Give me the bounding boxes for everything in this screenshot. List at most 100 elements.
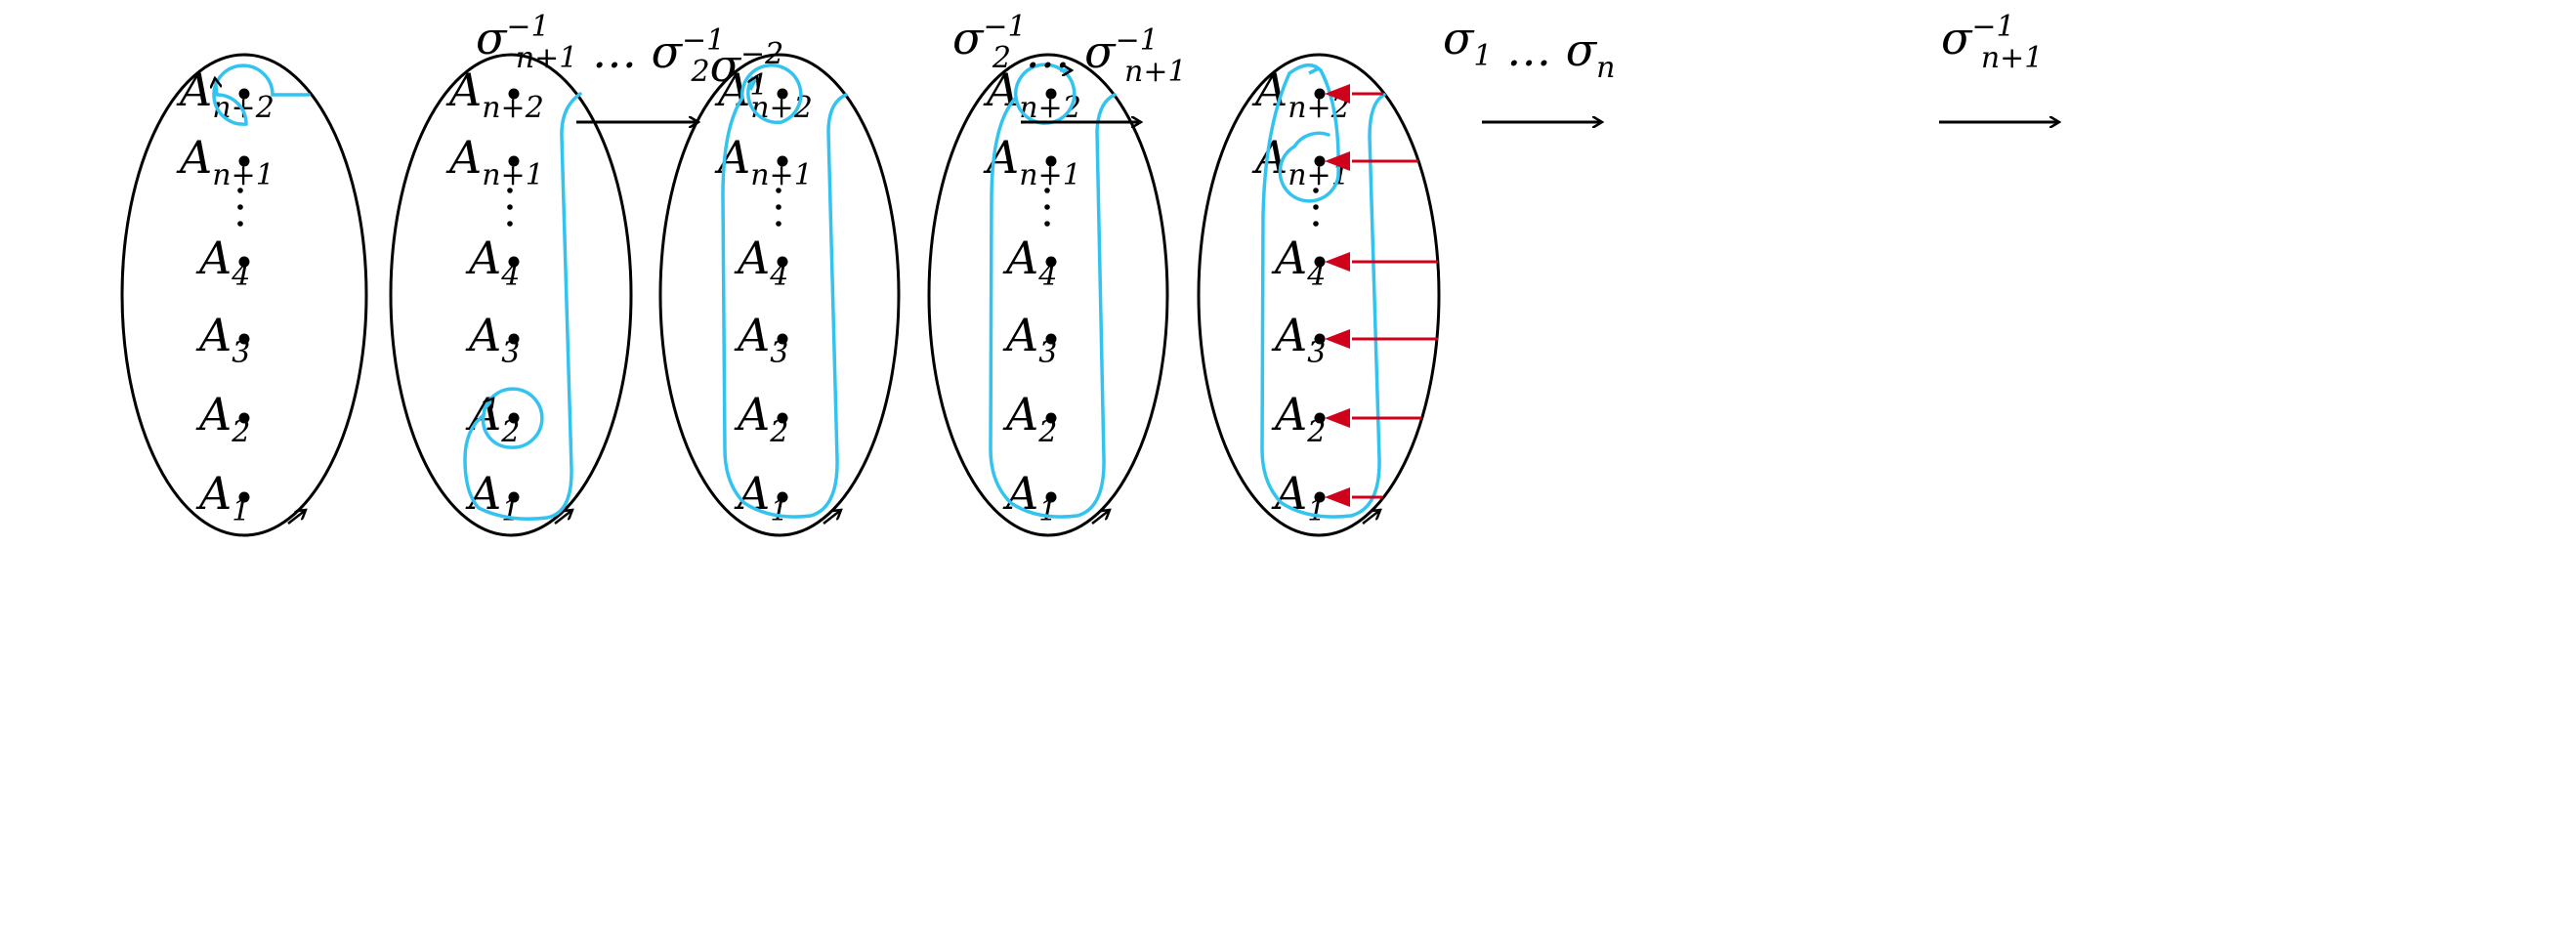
point-label-subscript: 3 xyxy=(232,336,250,370)
puncture-point xyxy=(238,412,250,424)
point-label: A1 xyxy=(195,467,250,528)
transition-sigma1-to-sigma-n: σ1 … σn xyxy=(1443,12,1615,122)
curve-arc xyxy=(1260,63,1386,519)
point-label-base: A xyxy=(983,63,1019,116)
point-label-base: A xyxy=(734,388,770,441)
point-label-base: A xyxy=(445,131,482,184)
point-label-subscript: 2 xyxy=(1306,415,1326,449)
puncture-point xyxy=(1045,256,1057,268)
puncture-point xyxy=(508,256,520,268)
point-label-subscript: 1 xyxy=(1307,494,1326,528)
ellipsis-dot xyxy=(776,188,781,193)
point-label-subscript: 3 xyxy=(770,336,788,370)
curve-loop xyxy=(740,63,803,125)
point-label: An+1 xyxy=(983,131,1081,192)
point-label: An+1 xyxy=(445,131,544,192)
point-label-subscript: 4 xyxy=(1037,259,1057,293)
puncture-point xyxy=(508,88,520,100)
transition-subscript: n+1 xyxy=(1124,55,1187,89)
point-label-base: A xyxy=(983,131,1019,184)
point-label-base: A xyxy=(195,231,232,284)
puncture-point xyxy=(1045,155,1057,167)
point-label-subscript: n+1 xyxy=(1019,158,1081,192)
boundary-ellipse xyxy=(389,53,633,537)
curve-loop xyxy=(1278,68,1340,203)
puncture-point xyxy=(777,88,788,100)
point-label-base: A xyxy=(195,467,232,520)
puncture-point xyxy=(508,412,520,424)
point-label-base: A xyxy=(465,231,501,284)
orientation-arrow xyxy=(287,510,306,525)
boundary-ellipse xyxy=(120,53,368,537)
point-label-base: A xyxy=(1002,467,1038,520)
transition-subscript: 2 xyxy=(690,55,709,89)
point-label: A3 xyxy=(734,309,788,370)
transition-subscript: n+1 xyxy=(1981,41,2044,75)
puncture-point xyxy=(238,333,250,345)
transition-text: … σ xyxy=(1011,25,1117,78)
point-label: An+2 xyxy=(176,63,274,125)
point-label-base: A xyxy=(1271,388,1307,441)
point-label-subscript: 1 xyxy=(1038,494,1057,528)
point-label-subscript: 2 xyxy=(1037,415,1057,449)
point-label-base: A xyxy=(445,63,482,116)
point-label-subscript: 2 xyxy=(231,415,250,449)
puncture-point xyxy=(508,155,520,167)
ellipsis-dot xyxy=(1313,188,1319,193)
transition-subscript: 1 xyxy=(749,68,768,103)
point-label: A3 xyxy=(1271,309,1326,370)
point-label: A2 xyxy=(195,388,250,449)
puncture-point xyxy=(1314,412,1326,424)
point-label-base: A xyxy=(714,63,750,116)
point-label-subscript: 2 xyxy=(500,415,520,449)
red-arrow-head xyxy=(1325,487,1350,507)
transition-text: σ xyxy=(710,39,742,92)
point-label-base: A xyxy=(195,388,232,441)
transition-text: σ xyxy=(476,12,508,64)
point-label: A3 xyxy=(465,309,520,370)
curve-loop xyxy=(1014,63,1077,125)
red-arrow-head xyxy=(1325,408,1350,428)
boundary-ellipse xyxy=(1197,53,1441,537)
puncture-point xyxy=(1045,412,1057,424)
puncture-point xyxy=(1045,88,1057,100)
point-label-base: A xyxy=(176,131,212,184)
point-label: A2 xyxy=(1271,388,1326,449)
point-label-base: A xyxy=(1002,309,1038,361)
transition-subscript: 2 xyxy=(992,41,1011,75)
puncture-point xyxy=(1314,333,1326,345)
red-arrow-head xyxy=(1325,84,1350,104)
puncture-point xyxy=(777,333,788,345)
point-label: A4 xyxy=(465,231,520,293)
puncture-point xyxy=(777,256,788,268)
transition-superscript: −1 xyxy=(1971,10,2014,44)
point-label-subscript: 3 xyxy=(501,336,520,370)
point-label-subscript: 1 xyxy=(770,494,788,528)
transition-text: σ xyxy=(1443,12,1475,64)
ellipsis-dot xyxy=(507,188,513,193)
curve-loop xyxy=(212,63,311,126)
ellipsis-dot xyxy=(507,221,513,227)
point-label: A1 xyxy=(1002,467,1057,528)
ellipsis-dot xyxy=(237,221,243,227)
ellipsis-dot xyxy=(1044,188,1050,193)
point-label-subscript: 3 xyxy=(1307,336,1326,370)
ellipsis-dot xyxy=(1044,204,1050,210)
ellipsis-dot xyxy=(237,204,243,210)
curve-loop xyxy=(481,387,544,449)
curve-arc xyxy=(463,92,582,521)
puncture-point xyxy=(238,88,250,100)
transition-text: … σ xyxy=(1493,23,1598,76)
point-label-base: A xyxy=(714,131,750,184)
red-arrow-head xyxy=(1325,151,1350,171)
transition-subscript: 1 xyxy=(1473,39,1492,73)
puncture-point xyxy=(1045,491,1057,503)
point-label-subscript: n+2 xyxy=(482,91,544,125)
